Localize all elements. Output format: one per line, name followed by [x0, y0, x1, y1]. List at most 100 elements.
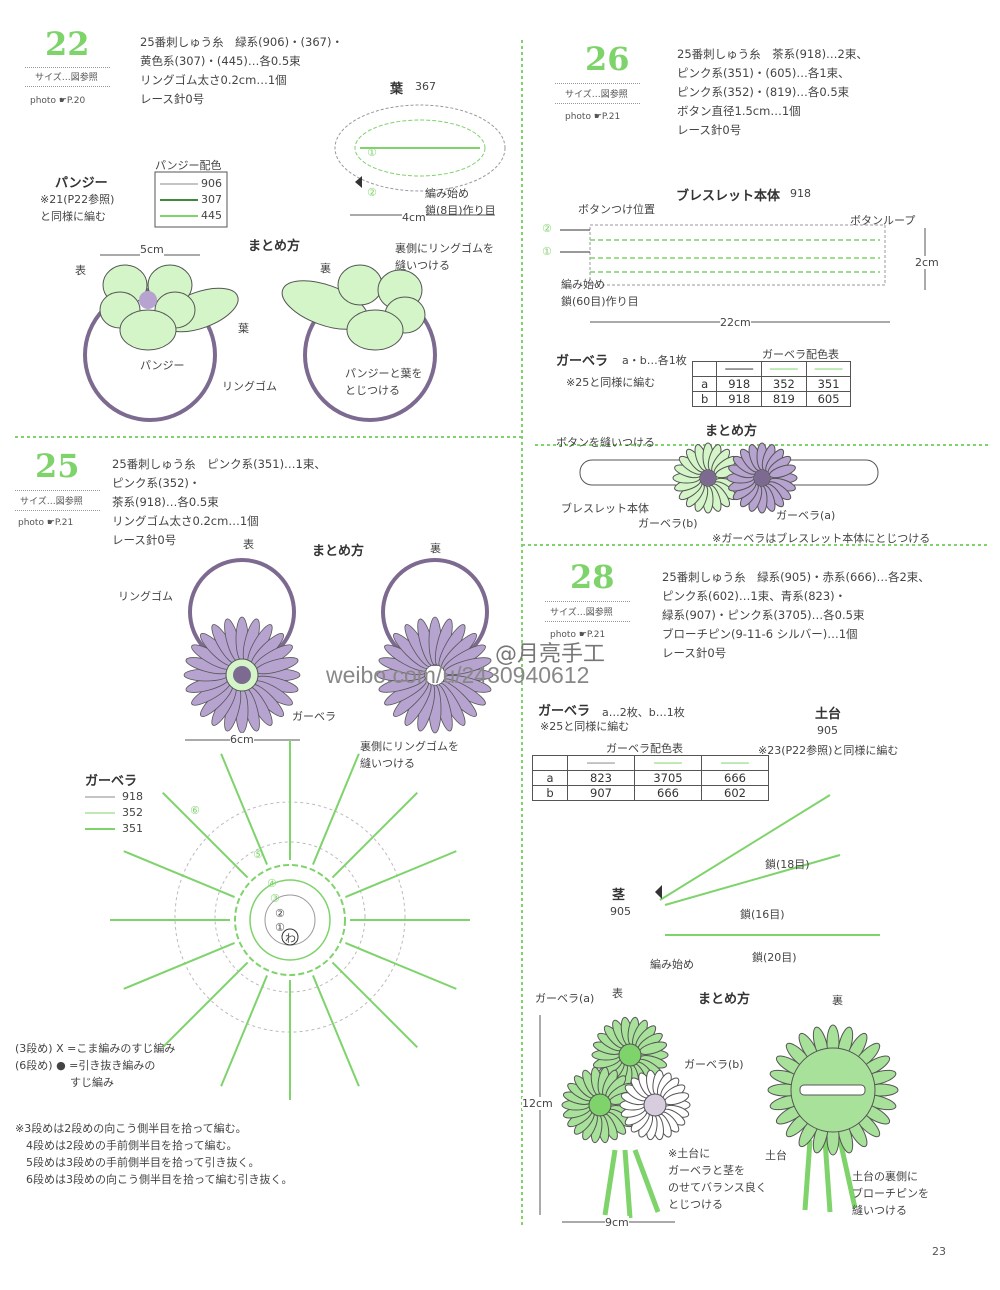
materials-26: 25番刺しゅう糸 茶系(918)…2束、 ピンク系(351)・(605)…各1束… [677, 47, 868, 137]
width-label: 6cm [230, 733, 254, 746]
row-1: ① [542, 245, 552, 258]
round-3: ③ [270, 892, 280, 905]
pansy-color-box [154, 171, 228, 228]
pansy-color-3: 445 [201, 209, 222, 222]
front-label: 表 [243, 538, 254, 551]
back-label: 裏 [320, 262, 331, 275]
button-position-label: ボタンつけ位置 [578, 203, 655, 216]
bracelet-title: ブレスレット本体 [676, 189, 781, 204]
gerbera-25-front-illustration [183, 558, 301, 734]
brooch-front-illustration [561, 1016, 691, 1219]
stitch-legend: (3段め) X =こま編みのすじ編み (6段め) ● =引き抜き編みの すじ編み [15, 1042, 176, 1089]
pattern-number-22: 22 [45, 25, 90, 63]
assembly-title-22: まとめ方 [248, 239, 301, 254]
front-label: 表 [612, 987, 623, 1000]
materials-25: 25番刺しゅう糸 ピンク系(351)…1束、 ピンク系(352)・ 茶系(918… [112, 457, 326, 547]
gerbera-color-legend [85, 796, 115, 830]
divider [545, 621, 630, 622]
back-label: 裏 [832, 994, 843, 1007]
chart-spoke [220, 753, 268, 865]
materials-22: 25番刺しゅう糸 緑系(906)・(367)・ 黄色系(307)・(445)…各… [140, 35, 343, 106]
divider [15, 510, 100, 511]
brooch-back-illustration [767, 1024, 899, 1213]
chart-spoke [345, 942, 457, 990]
base-color: 905 [817, 724, 838, 737]
gerbera-title-26: ガーベラ [556, 354, 609, 369]
label-ring: リングゴム [222, 380, 277, 393]
divider [555, 103, 640, 104]
section-dividers [15, 40, 990, 1225]
note-join-22: パンジーと葉を とじつける [345, 367, 423, 397]
stem-title: 茎 [612, 888, 626, 903]
note-front-28: ※土台に ガーベラと茎を のせてバランス良く とじつける [668, 1147, 767, 1211]
leaf-width: 4cm [402, 211, 426, 224]
leaf-start-note: 編み始め 鎖(8目)作り目 [425, 187, 496, 217]
bracelet-color: 918 [790, 187, 811, 200]
chart-spoke [123, 850, 235, 898]
pansy-back-illustration [281, 264, 437, 422]
gerbera-title-28: ガーベラ [538, 704, 591, 719]
photo-ref: photo ☛P.21 [18, 518, 74, 528]
photo-ref: photo ☛P.21 [550, 630, 606, 640]
chain-18: 鎖(18目) [765, 858, 810, 871]
label-button: ボタンを縫いつける [556, 436, 655, 449]
label-gerbera-a: ガーベラ(a) [776, 509, 836, 522]
chain-20: 鎖(20目) [752, 951, 797, 964]
round-4: ④ [267, 877, 277, 890]
petal [444, 657, 492, 676]
petal [769, 464, 796, 479]
leaf-row-2: ② [367, 186, 377, 199]
pansy-color-1: 906 [201, 177, 222, 190]
magic-ring: わ [285, 932, 296, 945]
width-label: 9cm [605, 1216, 629, 1229]
gerbera-25-back-illustration [376, 558, 494, 734]
assembly-title-28: まとめ方 [698, 992, 751, 1007]
gerbera-color-3: 351 [122, 822, 143, 835]
chart-spoke [220, 975, 268, 1087]
chart-spoke [162, 961, 249, 1048]
gerbera-note-26: ※25と同様に編む [566, 376, 656, 389]
flower-center [588, 1093, 612, 1117]
gerbera-color-1: 918 [122, 790, 143, 803]
watermark-handle: @月亮手工 [495, 642, 606, 667]
start-note-26: 編み始め 鎖(60目)作り目 [561, 278, 639, 308]
height-label: 12cm [522, 1097, 553, 1110]
button-loop-label: ボタンループ [850, 214, 916, 227]
chart-spoke [331, 792, 418, 879]
round-notes: ※3段めは2段めの向こう側半目を拾って編む。 4段めは2段めの手前側半目を拾って… [15, 1122, 293, 1186]
size-note: サイズ…図参照 [565, 90, 628, 100]
divider [25, 67, 110, 68]
height-label: 2cm [915, 256, 939, 269]
note-back-28: 土台の裏側に ブローチピンを 縫いつける [852, 1170, 929, 1217]
page-number: 23 [932, 1245, 946, 1258]
label-gerbera-b: ガーベラ(b) [638, 517, 698, 530]
gerbera-crochet-chart [110, 740, 470, 1100]
photo-ref: photo ☛P.21 [565, 112, 621, 122]
front-label: 表 [75, 264, 86, 277]
chain-16: 鎖(16目) [740, 908, 785, 921]
color-table-title: ガーベラ配色表 [606, 742, 683, 755]
size-note: サイズ…図参照 [20, 497, 83, 507]
pansy-color-2: 307 [201, 193, 222, 206]
note-sew-26: ※ガーベラはブレスレット本体にとじつける [712, 532, 931, 545]
leaf-row-1: ① [367, 146, 377, 159]
chart-spoke [123, 942, 235, 990]
width-label: 5cm [140, 243, 164, 256]
label-bracelet-body: ブレスレット本体 [561, 502, 649, 515]
base-title: 土台 [815, 707, 842, 722]
note-back-22: 裏側にリングゴムを 縫いつける [395, 242, 494, 272]
pattern-number-25: 25 [35, 447, 80, 485]
bracelet-chart [560, 224, 926, 323]
label-leaf: 葉 [238, 322, 249, 335]
chart-spoke [331, 961, 418, 1048]
divider [545, 601, 630, 602]
divider [15, 490, 100, 491]
note-back-25: 裏側にリングゴムを 縫いつける [360, 740, 459, 770]
bracelet-assembly-illustration [579, 442, 879, 514]
label-gerbera-b: ガーベラ(b) [684, 1058, 744, 1071]
gerbera-count-26: a・b…各1枚 [622, 354, 687, 367]
chart-spoke [345, 850, 457, 898]
